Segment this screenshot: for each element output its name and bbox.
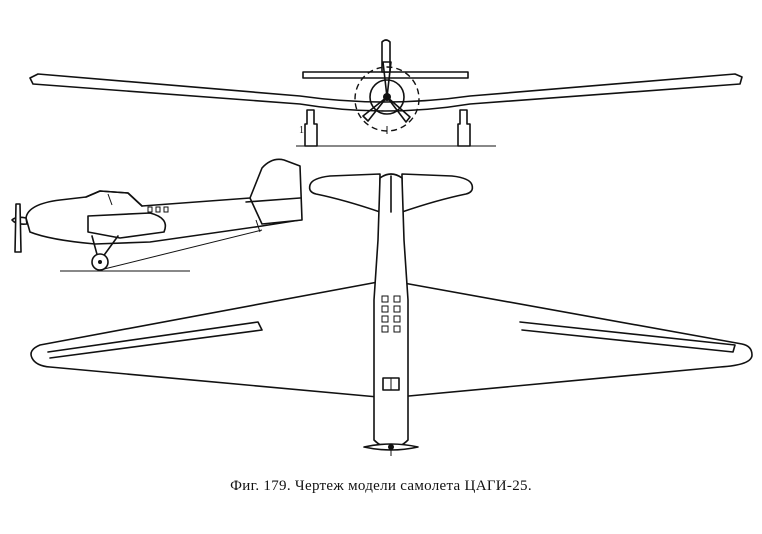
- cabin-window: [155, 206, 161, 213]
- side-view-propeller: [14, 203, 22, 253]
- plan-view-fuselage: [373, 173, 409, 449]
- cabin-window: [381, 325, 389, 333]
- plan-view: [30, 173, 753, 456]
- plan-view-left-aileron: [47, 321, 263, 359]
- front-view-wing: [29, 73, 743, 112]
- front-view-tailplane: [302, 71, 469, 79]
- plan-view-spinner: [388, 444, 394, 450]
- front-view-callout: 1: [299, 125, 304, 136]
- plan-view-cabin-windows: [381, 295, 401, 333]
- cabin-window: [393, 325, 401, 333]
- cabin-window: [393, 315, 401, 323]
- side-view-canopy-frame: [107, 193, 113, 206]
- side-view-stabilizer: [245, 197, 301, 203]
- plan-view-tailplane: [401, 173, 474, 213]
- propeller-blade: [386, 96, 411, 123]
- front-view-left-gear: [304, 109, 318, 147]
- cabin-window: [163, 206, 169, 213]
- front-view-right-gear: [457, 109, 471, 147]
- cabin-window: [147, 206, 153, 213]
- front-view: 1: [29, 39, 743, 147]
- cabin-window: [381, 305, 389, 313]
- side-view-stabilizer-hinge: [255, 219, 261, 233]
- plan-view-right-aileron: [519, 321, 736, 353]
- side-view-canopy: [85, 190, 143, 207]
- cabin-window: [393, 305, 401, 313]
- side-view: [11, 158, 303, 272]
- cabin-window: [381, 315, 389, 323]
- propeller-blade: [382, 61, 392, 98]
- cabin-window: [381, 295, 389, 303]
- plan-view-tailplane: [308, 173, 381, 213]
- side-view-ground-angle-line: [99, 229, 263, 271]
- engine-cowling: [369, 79, 405, 115]
- cabin-window: [393, 295, 401, 303]
- side-view-fin: [249, 158, 303, 225]
- side-view-wing-root: [87, 212, 167, 239]
- side-view-wheel-hub: [98, 260, 102, 264]
- propeller-blade: [362, 96, 388, 122]
- figure-caption: Фиг. 179. Чертеж модели самолета ЦАГИ-25…: [230, 478, 532, 494]
